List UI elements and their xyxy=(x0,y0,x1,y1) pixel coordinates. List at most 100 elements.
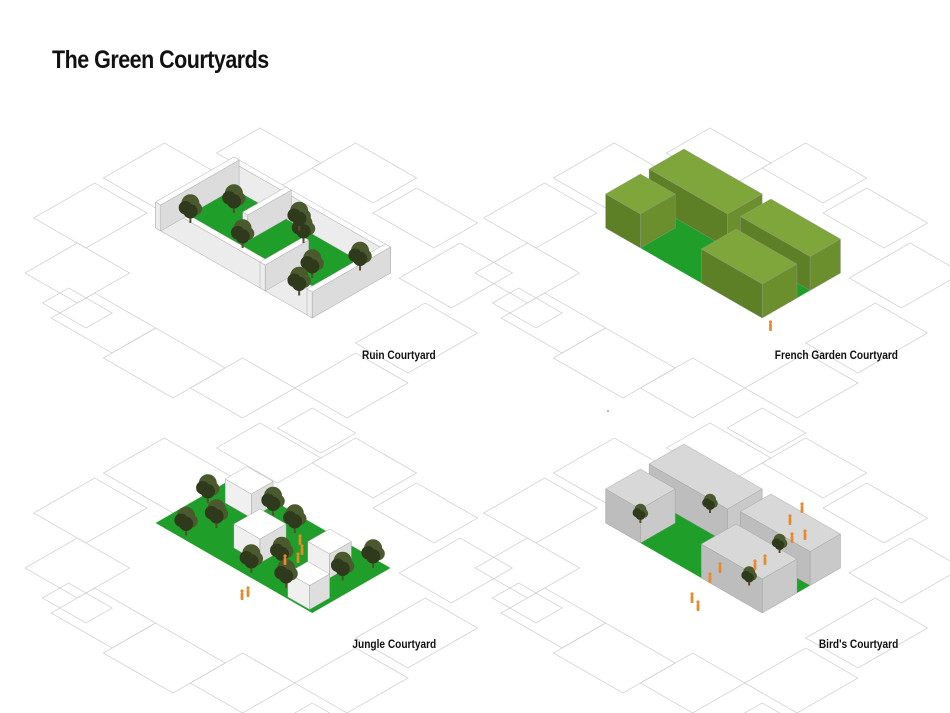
ruin-tree-1-canopy xyxy=(235,229,250,244)
jungle-tree-3 xyxy=(283,504,307,533)
bird-context-outline-5 xyxy=(639,652,746,713)
panel-birds-courtyard: Bird's Courtyard xyxy=(474,415,950,713)
ruin-context-outline-4 xyxy=(102,327,226,399)
jungle-person-0-head xyxy=(298,534,302,538)
jungle-person-2 xyxy=(296,552,300,563)
ruin-tree-6 xyxy=(287,201,311,231)
bird-person-9 xyxy=(696,600,700,611)
bird-tree-2-canopy xyxy=(635,510,646,520)
bird-tree-3-canopy xyxy=(744,572,754,583)
ruin-context-outline-3 xyxy=(50,292,157,354)
ruin-context-outline-12 xyxy=(41,287,113,329)
jungle-person-3-head xyxy=(283,554,287,558)
jungle-context-outline-9 xyxy=(372,482,479,544)
bird-person-2-body xyxy=(800,505,804,513)
bird-context-outline-8 xyxy=(848,537,950,604)
ruin-tree-5 xyxy=(178,194,203,223)
ruin-wall-5-roof xyxy=(259,236,310,266)
bird-context-outline-6 xyxy=(744,647,859,713)
ruin-wall-5-side-left xyxy=(259,261,266,292)
jungle-person-4-head xyxy=(240,589,244,593)
jungle-person-1-body xyxy=(300,547,304,555)
french-context-outline-6 xyxy=(744,352,859,419)
jungle-context-outline-10 xyxy=(311,437,418,499)
ruin-tree-3-canopy xyxy=(305,259,320,274)
jungle-context-outline-5 xyxy=(189,652,296,713)
french-context-outline-9 xyxy=(822,187,929,249)
bird-person-6 xyxy=(718,562,722,573)
panel-ruin-courtyard: Ruin Courtyard xyxy=(24,120,514,454)
jungle-context-outline-12 xyxy=(41,582,113,624)
bird-tree-1-canopy xyxy=(774,540,785,550)
ruin-context-outline-1 xyxy=(33,182,148,249)
bird-person-8-body xyxy=(690,595,694,603)
page-title: The Green Courtyards xyxy=(52,46,269,74)
bird-person-1-head xyxy=(790,532,794,536)
ruin-context-outline-2 xyxy=(24,242,131,304)
french-hedge-block-3-roof xyxy=(700,228,798,285)
bird-person-6-head xyxy=(718,562,722,566)
jungle-house-1-roof xyxy=(233,508,287,540)
bird-stone-block-0-roof xyxy=(648,443,763,510)
jungle-context-outline-6 xyxy=(294,647,409,713)
ruin-wall-2-side-left xyxy=(155,201,162,232)
bird-person-1 xyxy=(790,532,794,543)
french-person-0 xyxy=(768,320,773,331)
french-context-outline-5 xyxy=(639,357,746,419)
bird-tree-0 xyxy=(702,493,718,513)
jungle-tree-7-canopy xyxy=(178,516,194,531)
ruin-context-outline-9 xyxy=(372,187,479,249)
bird-person-7 xyxy=(708,572,712,583)
bird-tree-3 xyxy=(741,566,757,586)
jungle-tree-6 xyxy=(330,551,355,581)
jungle-tree-2 xyxy=(261,486,285,516)
ruin-wall-3-side-left xyxy=(306,288,313,319)
bird-person-7-head xyxy=(708,572,712,576)
jungle-context-outline-8 xyxy=(398,537,514,604)
jungle-tree-3-canopy xyxy=(287,514,302,529)
ruin-context-outline-13 xyxy=(276,407,357,454)
french-context-outline-7 xyxy=(804,302,929,374)
ruin-tree-7 xyxy=(287,266,311,296)
french-context-outline-13 xyxy=(726,407,807,454)
jungle-tree-4-canopy xyxy=(274,546,289,561)
jungle-person-1 xyxy=(300,544,304,555)
jungle-person-3 xyxy=(283,554,287,565)
ruin-context-outline-5 xyxy=(189,357,296,419)
ruin-tree-1 xyxy=(230,219,255,248)
bird-tree-0-canopy xyxy=(705,500,715,510)
jungle-tree-1-canopy xyxy=(209,509,224,524)
bird-person-0 xyxy=(788,514,792,525)
bird-context-outline-9 xyxy=(822,482,929,544)
jungle-person-3-body xyxy=(283,557,287,565)
french-context-outline-4 xyxy=(552,327,676,399)
bird-tree-1 xyxy=(771,533,788,553)
jungle-tree-7 xyxy=(174,506,198,536)
jungle-context-outline-3 xyxy=(50,587,157,649)
bird-context-outline-2 xyxy=(474,537,581,599)
jungle-tree-8 xyxy=(239,544,263,573)
bird-context-outline-1 xyxy=(483,477,598,544)
jungle-tree-8-canopy xyxy=(244,554,259,569)
jungle-tree-0 xyxy=(196,474,220,503)
bird-person-9-body xyxy=(696,603,700,611)
jungle-person-1-head xyxy=(300,544,304,548)
french-hedge-block-2-roof xyxy=(605,173,676,215)
french-context-outline-1 xyxy=(483,182,598,249)
ruin-tree-4 xyxy=(348,241,372,271)
french-hedge-block-0-roof xyxy=(648,148,763,215)
bird-person-5-body xyxy=(753,562,757,570)
bird-person-0-head xyxy=(788,514,792,518)
bird-person-3 xyxy=(803,529,807,540)
jungle-tree-2-canopy xyxy=(265,496,281,511)
bird-person-5 xyxy=(753,559,757,570)
caption-jungle-courtyard: Jungle Courtyard xyxy=(352,639,436,651)
caption-ruin-courtyard: Ruin Courtyard xyxy=(362,350,436,362)
french-context-outline-8 xyxy=(848,242,950,309)
french-garden-courtyard-diagram xyxy=(474,127,950,454)
jungle-house-0-roof xyxy=(224,466,274,495)
jungle-tree-1 xyxy=(204,499,229,528)
bird-person-1-body xyxy=(790,535,794,543)
jungle-context-outline-1 xyxy=(33,477,148,544)
ruin-context-outline-8 xyxy=(398,242,514,309)
